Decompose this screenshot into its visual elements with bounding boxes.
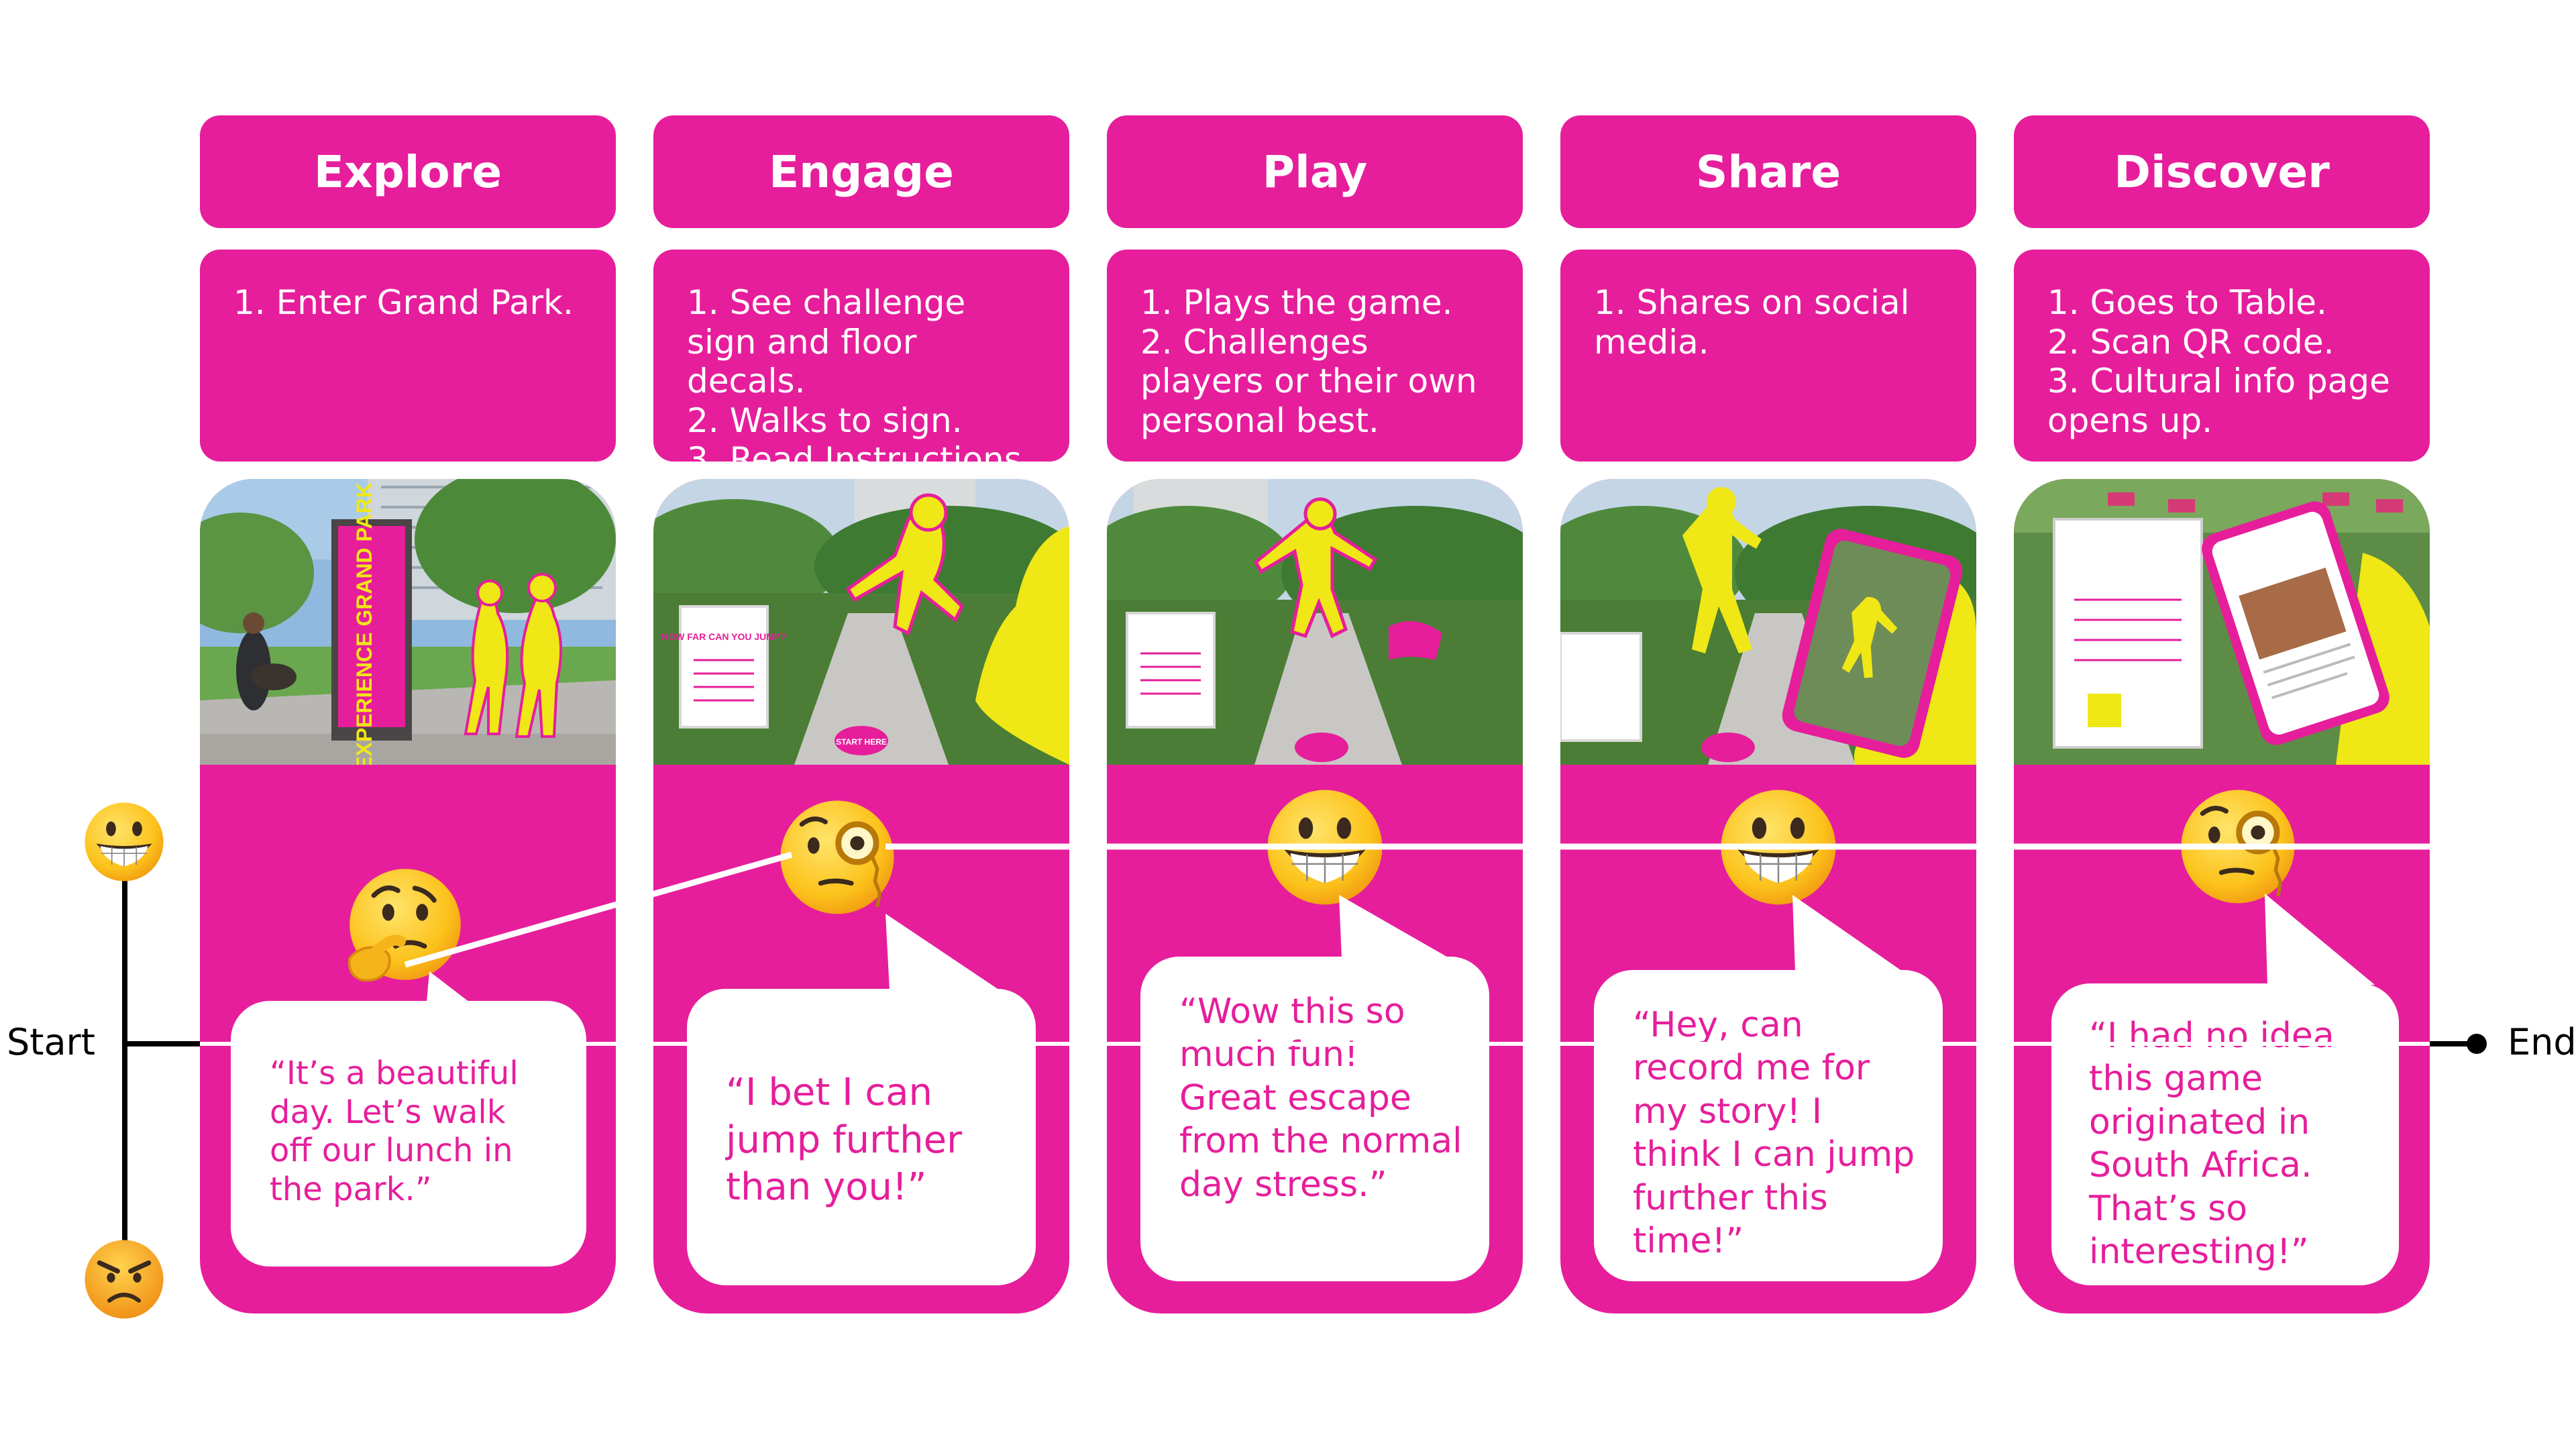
stage-steps: 1. See challenge sign and floor decals. … — [653, 250, 1069, 479]
challenge-sign-text: HOW FAR CAN YOU JUMP? — [661, 631, 786, 642]
floor-decal-text: START HERE — [836, 737, 887, 747]
thinking-face-icon — [345, 864, 466, 985]
quote-bubble: “Wow this so much fun! Great escape from… — [1140, 957, 1489, 1281]
step-item: 1. See challenge sign and floor decals. — [687, 283, 966, 400]
axis-end-dot — [2467, 1034, 2487, 1054]
stage-steps: 1. Goes to Table. 2. Scan QR code. 3. Cu… — [2014, 250, 2430, 462]
quote-text: “It’s a beautiful day. Let’s walk off ou… — [270, 1055, 519, 1208]
stage-title: Explore — [200, 115, 616, 228]
quote-bubble: “I bet I can jump further than you!” — [687, 989, 1036, 1285]
step-item: 2. Scan QR code. — [2047, 322, 2334, 362]
grinning-face-icon — [1265, 788, 1385, 907]
stage-title: Play — [1107, 115, 1523, 228]
step-item: 1. Enter Grand Park. — [233, 283, 574, 322]
axis-bottom-angry-face-icon — [83, 1238, 165, 1320]
stage-steps: 1. Shares on social media. — [1560, 250, 1976, 462]
stage-discover: Discover 1. Goes to Table. 2. Scan QR co… — [2014, 115, 2430, 1316]
photo-challenge-sign: HOW FAR CAN YOU JUMP? START HERE — [653, 479, 1069, 765]
step-item: 2. Walks to sign. — [687, 400, 963, 440]
step-item: 2. Challenges players or their own perso… — [1140, 322, 1477, 440]
quote-bubble: “It’s a beautiful day. Let’s walk off ou… — [231, 1001, 586, 1267]
stage-title: Discover — [2014, 115, 2430, 228]
step-item: 1. Goes to Table. — [2047, 283, 2327, 322]
photo-park-entrance: EXPERIENCE GRAND PARK — [200, 479, 616, 765]
stage-steps: 1. Enter Grand Park. — [200, 250, 616, 462]
quote-bubble: “I had no idea this game originated in S… — [2051, 983, 2399, 1285]
monocle-face-icon — [2179, 788, 2297, 906]
grand-park-sign-text: EXPERIENCE GRAND PARK — [352, 482, 376, 765]
axis-start-label: Start — [7, 1021, 95, 1063]
quote-bubble: “Hey, can record me for my story! I thin… — [1594, 970, 1943, 1281]
stage-share: Share 1. Shares on social media. — [1560, 115, 1976, 1316]
quote-text: “Hey, can record me for my story! I thin… — [1633, 1005, 1915, 1262]
step-item: 1. Plays the game. — [1140, 283, 1453, 322]
photo-qr-discovery — [2014, 479, 2430, 765]
axis-end-label: End — [2508, 1021, 2576, 1063]
step-item: 3. Cultural info page opens up. — [2047, 362, 2390, 440]
axis-top-grinning-face-icon — [83, 801, 165, 883]
stage-title: Share — [1560, 115, 1976, 228]
photo-playing-game — [1107, 479, 1523, 765]
quote-text: “Wow this so much fun! Great escape from… — [1179, 991, 1462, 1205]
stage-play: Play 1. Plays the game. 2. Challenges pl… — [1107, 115, 1523, 1316]
stage-engage: Engage 1. See challenge sign and floor d… — [653, 115, 1069, 1316]
quote-text: “I bet I can jump further than you!” — [726, 1071, 963, 1210]
photo-sharing-phone — [1560, 479, 1976, 765]
stage-explore: Explore 1. Enter Grand Park. EXPERIENCE … — [200, 115, 616, 1316]
monocle-face-icon — [778, 798, 896, 916]
quote-text: “I had no idea this game originated in S… — [2089, 1016, 2334, 1273]
grinning-face-icon — [1719, 788, 1838, 907]
step-item: 1. Shares on social media. — [1594, 283, 1910, 362]
stage-title: Engage — [653, 115, 1069, 228]
stage-steps: 1. Plays the game. 2. Challenges players… — [1107, 250, 1523, 462]
step-item: 3. Read Instructions. — [687, 440, 1032, 479]
